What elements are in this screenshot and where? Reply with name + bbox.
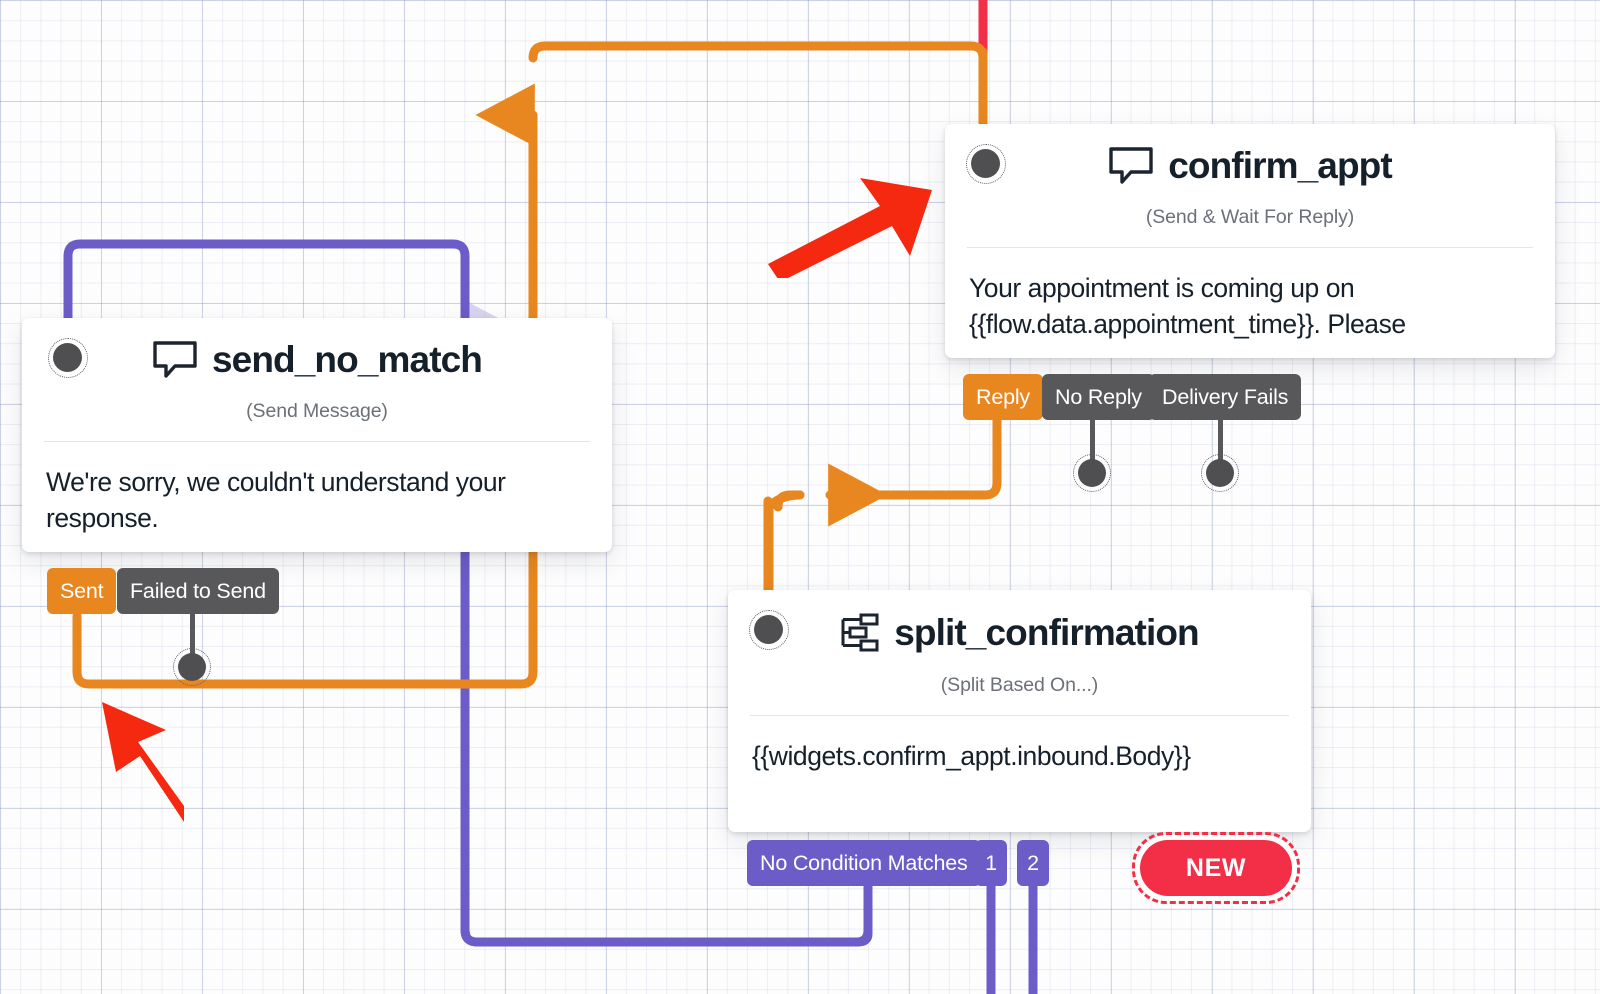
- wire-purple-no-condition-stub: [460, 881, 873, 947]
- endpoint-delivery-fails[interactable]: [1201, 420, 1239, 496]
- output-pill-no-condition-matches[interactable]: No Condition Matches: [747, 840, 981, 886]
- endpoint-dot[interactable]: [178, 653, 206, 681]
- node-subtitle-confirm-appt: (Send & Wait For Reply): [1145, 206, 1355, 228]
- node-body-split-confirmation: {{widgets.confirm_appt.inbound.Body}}: [752, 741, 1191, 771]
- split-branch-icon: [840, 612, 880, 654]
- node-card-split-confirmation[interactable]: split_confirmation (Split Based On...) {…: [728, 590, 1311, 833]
- wire-orange-split-inlet-drop: [763, 490, 805, 605]
- endpoint-stem: [1217, 420, 1223, 460]
- endpoint-stem: [1089, 420, 1095, 460]
- endpoint-ring: [1201, 454, 1239, 492]
- node-inlet-knob[interactable]: [53, 343, 82, 372]
- node-subtitle-split-confirmation: (Split Based On...): [940, 674, 1099, 696]
- node-subtitle-send-no-match: (Send Message): [246, 400, 388, 422]
- output-pill-reply[interactable]: Reply: [963, 374, 1043, 420]
- annotation-arrow-to-sent-wire: [102, 702, 184, 822]
- endpoint-ring: [1073, 454, 1111, 492]
- node-body-send-no-match: We're sorry, we couldn't understand your…: [46, 467, 506, 534]
- node-title-split-confirmation: split_confirmation: [894, 611, 1199, 653]
- node-title-send-no-match: send_no_match: [212, 338, 483, 380]
- node-inlet-knob[interactable]: [971, 149, 1000, 178]
- output-pill-no-reply[interactable]: No Reply: [1042, 374, 1155, 420]
- output-pill-failed-to-send[interactable]: Failed to Send: [117, 568, 279, 614]
- output-pill-branch-2[interactable]: 2: [1017, 840, 1049, 886]
- wire-orange-top-run: [528, 41, 988, 145]
- speech-bubble-icon: [152, 340, 198, 380]
- node-body-confirm-appt: Your appointment is coming up on {{flow.…: [969, 273, 1406, 340]
- node-header: confirm_appt: [945, 124, 1555, 186]
- output-pill-delivery-fails[interactable]: Delivery Fails: [1149, 374, 1302, 420]
- endpoint-failed-to-send[interactable]: [173, 614, 211, 690]
- endpoint-no-reply[interactable]: [1073, 420, 1111, 496]
- wire-orange-split-inlet-corner: [764, 490, 805, 605]
- divider: [750, 715, 1289, 716]
- node-title-confirm-appt: confirm_appt: [1168, 144, 1392, 186]
- annotation-arrow-to-confirm-appt: [768, 178, 932, 278]
- endpoint-dot[interactable]: [1206, 459, 1234, 487]
- new-button-dashed-ring: [1132, 832, 1300, 904]
- node-inlet-knob-ring: [966, 144, 1006, 184]
- node-header: send_no_match: [22, 318, 612, 380]
- wire-orange-reply-to-split: [825, 415, 1002, 527]
- speech-bubble-icon: [1108, 146, 1154, 186]
- new-transition-button[interactable]: NEW: [1140, 840, 1292, 896]
- node-inlet-knob[interactable]: [754, 615, 783, 644]
- output-pill-sent[interactable]: Sent: [47, 568, 117, 614]
- node-header: split_confirmation: [728, 590, 1311, 654]
- node-card-send-no-match[interactable]: send_no_match (Send Message) We're sorry…: [22, 318, 612, 553]
- node-card-confirm-appt[interactable]: confirm_appt (Send & Wait For Reply) You…: [945, 124, 1555, 359]
- output-pill-branch-1[interactable]: 1: [975, 840, 1007, 886]
- divider: [967, 247, 1533, 248]
- endpoint-dot[interactable]: [1078, 459, 1106, 487]
